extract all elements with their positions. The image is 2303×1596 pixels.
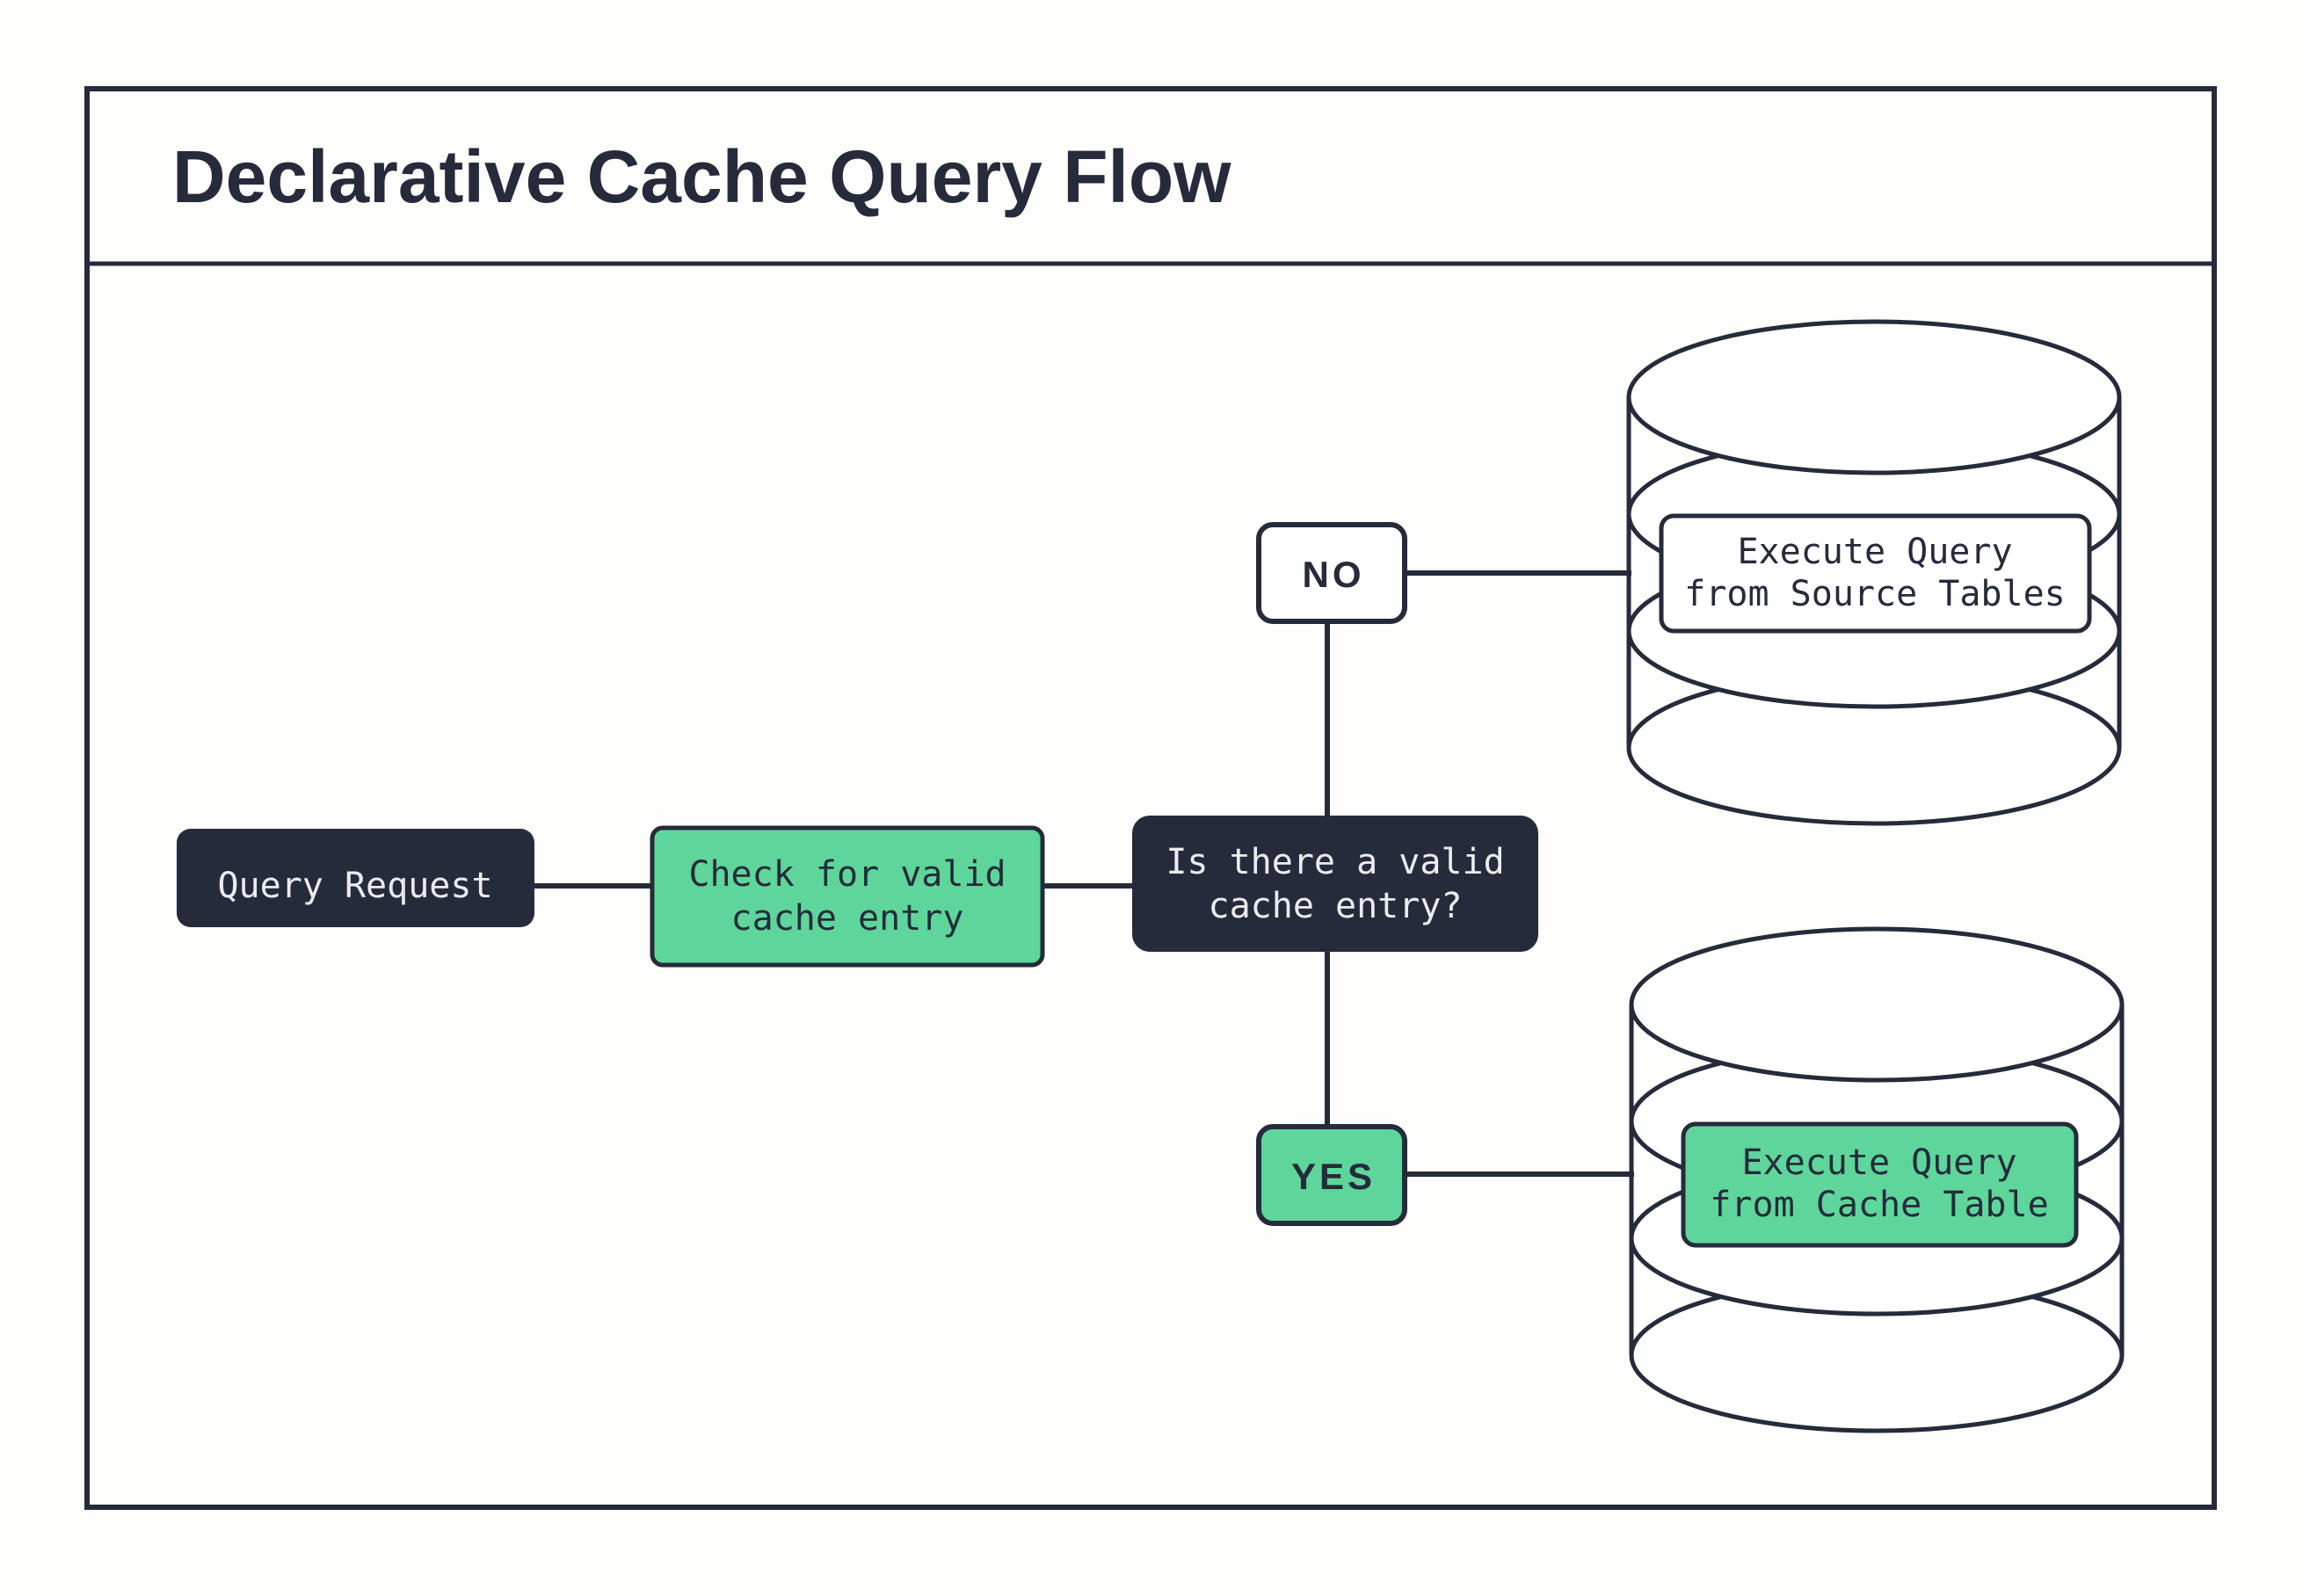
diagram-border: [84, 86, 2217, 1510]
branch-yes: YES: [1256, 1124, 1407, 1226]
check-cache-label-line1: Check for valid: [688, 854, 1006, 895]
source-db-top-disk: [1626, 319, 2122, 475]
branch-no: NO: [1256, 522, 1407, 624]
cache-db-label-line1: Execute Query: [1741, 1143, 2016, 1183]
node-check-cache: Check for valid cache entry: [650, 825, 1045, 968]
query-request-box: [177, 829, 534, 927]
cache-db-label-line2: from Cache Table: [1710, 1185, 2048, 1225]
check-cache-box: [650, 825, 1045, 968]
decision-label-line2: cache entry?: [1209, 886, 1463, 926]
cache-db-label-box: [1681, 1121, 2079, 1248]
cache-database-icon: Execute Query from Cache Table: [1629, 926, 2125, 1433]
decision-label-line1: Is there a valid: [1166, 842, 1504, 882]
source-database-icon: Execute Query from Source Tables: [1626, 319, 2122, 826]
check-cache-label-line2: cache entry: [731, 898, 964, 939]
no-badge-label: NO: [1303, 554, 1365, 595]
source-db-label-box: [1659, 513, 2092, 634]
no-badge-box: [1256, 522, 1407, 624]
source-db-label-line2: from Source Tables: [1684, 574, 2065, 614]
cache-db-top-disk: [1629, 926, 2125, 1083]
node-decision: Is there a valid cache entry?: [1132, 816, 1538, 952]
yes-badge-box: [1256, 1124, 1407, 1226]
diagram-title: Declarative Cache Query Flow: [172, 135, 1231, 218]
yes-badge-label: YES: [1291, 1156, 1376, 1197]
connectors: [527, 570, 1634, 1177]
query-request-label: Query Request: [217, 866, 492, 906]
node-query-request: Query Request: [177, 829, 534, 927]
source-db-label-line1: Execute Query: [1737, 532, 2012, 572]
decision-box: [1132, 816, 1538, 952]
